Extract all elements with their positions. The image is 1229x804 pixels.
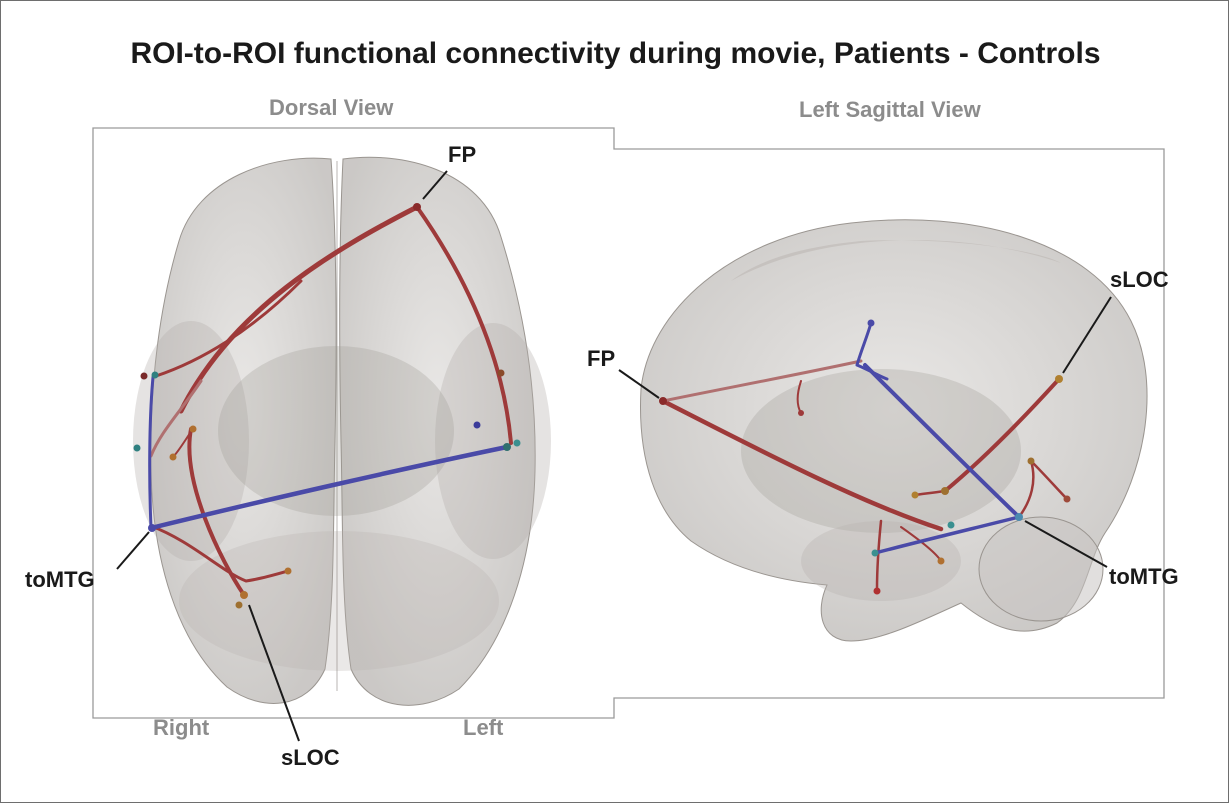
node-sloc-dorsal-2 [235, 601, 243, 609]
dorsal-link-fp-left [415, 205, 513, 445]
node-sag-post-2 [1063, 495, 1071, 503]
sag-link-blue-horizontal [873, 515, 1021, 555]
node-right-mid [133, 444, 141, 452]
orientation-right-label: Right [153, 715, 210, 740]
dorsal-nodes [133, 203, 521, 609]
node-sag-low-1 [873, 587, 881, 595]
node-tomtg-sagittal [1015, 513, 1023, 521]
leader-tomtg-sagittal [1024, 520, 1108, 568]
dorsal-link-right-lateral [149, 379, 203, 458]
dorsal-link-sloc [187, 427, 246, 597]
sagittal-nodes [659, 319, 1071, 595]
leader-fp-sagittal [618, 369, 660, 399]
node-sloc-dorsal [240, 591, 248, 599]
dorsal-view-title: Dorsal View [269, 95, 394, 120]
sagittal-tomtg-label: toMTG [1109, 564, 1179, 589]
dorsal-link-sloc-branch [149, 524, 290, 583]
sagittal-leaders [618, 296, 1112, 568]
node-sag-post-1 [1027, 457, 1035, 465]
sag-link-fp-tomtg [660, 398, 944, 532]
sagittal-dorsal-band [731, 240, 1061, 281]
dorsal-leaders [116, 170, 448, 742]
node-sag-teal [947, 521, 955, 529]
dorsal-right-hemisphere [150, 157, 337, 704]
node-sag-frontal [798, 410, 804, 416]
sag-link-blue-upper [855, 321, 889, 381]
dorsal-left-hemisphere [339, 156, 536, 706]
node-tomtg-dorsal [148, 524, 156, 532]
orientation-left-label: Left [463, 715, 504, 740]
dorsal-fp-label: FP [448, 142, 477, 167]
node-left-lateral-2 [513, 439, 521, 447]
dorsal-link-tomtg-up [148, 375, 155, 530]
sagittal-brain [640, 219, 1148, 642]
node-left-mid [473, 421, 481, 429]
dorsal-link-tomtg-left [148, 444, 510, 531]
dorsal-link-fp-right [178, 204, 420, 414]
sag-link-blue-diagonal [863, 363, 1021, 519]
node-sag-upper [867, 319, 875, 327]
node-right-post [284, 567, 292, 575]
node-sag-low-2 [937, 557, 945, 565]
dorsal-connections [148, 204, 513, 597]
leader-fp-dorsal [422, 170, 448, 200]
sagittal-sloc-label: sLOC [1110, 267, 1169, 292]
node-left-lateral [503, 443, 511, 451]
node-right-mid-3 [189, 425, 197, 433]
sagittal-cerebellum [978, 516, 1104, 622]
leader-sloc-dorsal [248, 604, 300, 742]
dorsal-cerebellum [179, 531, 499, 671]
dorsal-brain [133, 156, 551, 706]
leader-tomtg-dorsal [116, 531, 150, 570]
node-right-upper-2 [151, 371, 159, 379]
node-sloc-sagittal [1055, 375, 1063, 383]
node-sag-mid-2 [941, 487, 949, 495]
view-frame [92, 127, 1165, 719]
sagittal-deep-structures [741, 369, 1021, 533]
sag-link-fp-upper [661, 359, 863, 403]
figure-title: ROI-to-ROI functional connectivity durin… [130, 37, 1101, 70]
node-sag-teal-2 [871, 549, 879, 557]
dorsal-tomtg-label: toMTG [25, 567, 95, 592]
node-fp-dorsal [413, 203, 421, 211]
node-right-upper-1 [140, 372, 148, 380]
dorsal-link-branch-frontal [154, 279, 303, 378]
node-sag-mid-1 [911, 491, 919, 499]
dorsal-deep-structures [218, 346, 454, 516]
node-fp-sagittal [659, 397, 667, 405]
node-left-upper [497, 369, 505, 377]
sagittal-view-title: Left Sagittal View [799, 97, 981, 122]
sag-link-sloc [943, 377, 1061, 493]
node-right-mid-2 [169, 453, 177, 461]
dorsal-temporal-left [435, 323, 551, 559]
leader-sloc-sagittal [1062, 296, 1112, 374]
sagittal-fp-label: FP [587, 346, 616, 371]
dorsal-sloc-label: sLOC [281, 745, 340, 770]
